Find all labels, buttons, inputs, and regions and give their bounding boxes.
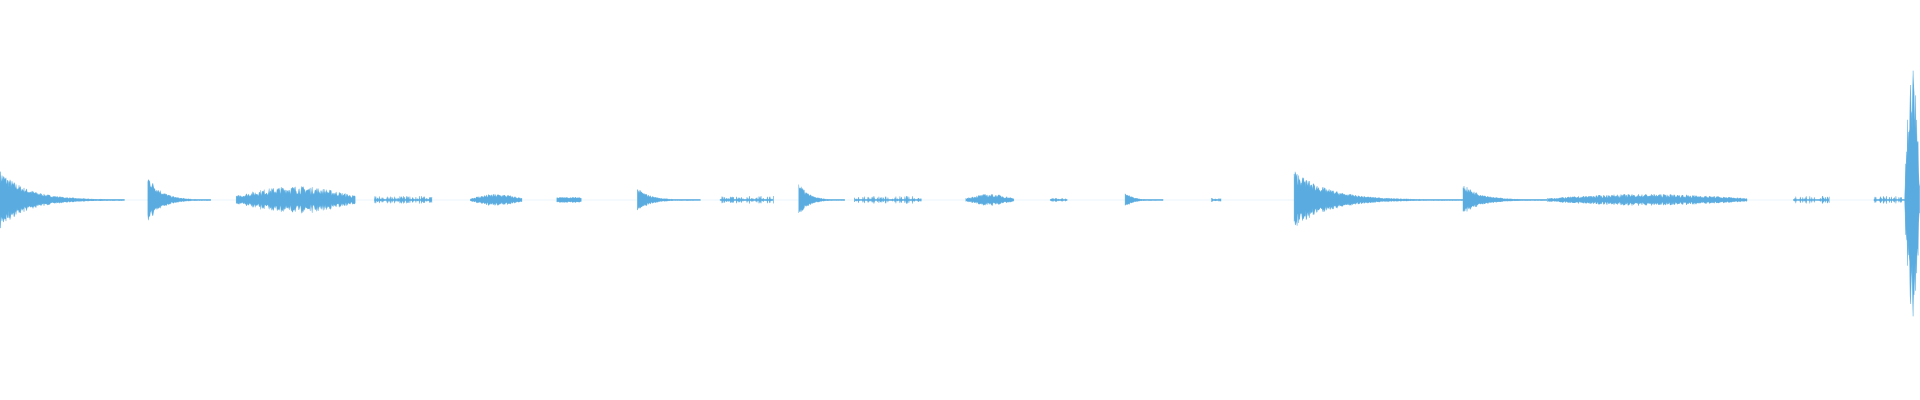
waveform-segment-12 xyxy=(965,193,1014,207)
waveform-segment-4 xyxy=(314,192,325,207)
waveform-segment-9 xyxy=(719,195,774,204)
waveform-segment-1 xyxy=(0,171,125,229)
waveform-segment-13 xyxy=(1050,197,1068,203)
waveform-segment-11 xyxy=(854,195,922,204)
waveform-segment-16 xyxy=(1293,171,1469,226)
waveform-segment-7 xyxy=(556,196,582,204)
waveform-segment-6 xyxy=(470,193,523,207)
waveform-segment-3 xyxy=(236,185,356,214)
waveform-segment-15 xyxy=(1211,197,1222,203)
waveform-events xyxy=(0,70,1920,317)
waveform-segment-17 xyxy=(1462,185,1548,212)
waveform-segment-20 xyxy=(1873,195,1905,205)
waveform-segment-5 xyxy=(374,196,433,204)
waveform-segment-10 xyxy=(798,184,845,213)
waveform-segment-8 xyxy=(637,189,701,211)
waveform-segment-19 xyxy=(1793,195,1830,205)
waveform-segment-2 xyxy=(147,178,211,221)
waveform-segment-14 xyxy=(1124,193,1164,206)
waveform-segment-21 xyxy=(1904,70,1920,317)
waveform-segment-18 xyxy=(1547,193,1748,206)
